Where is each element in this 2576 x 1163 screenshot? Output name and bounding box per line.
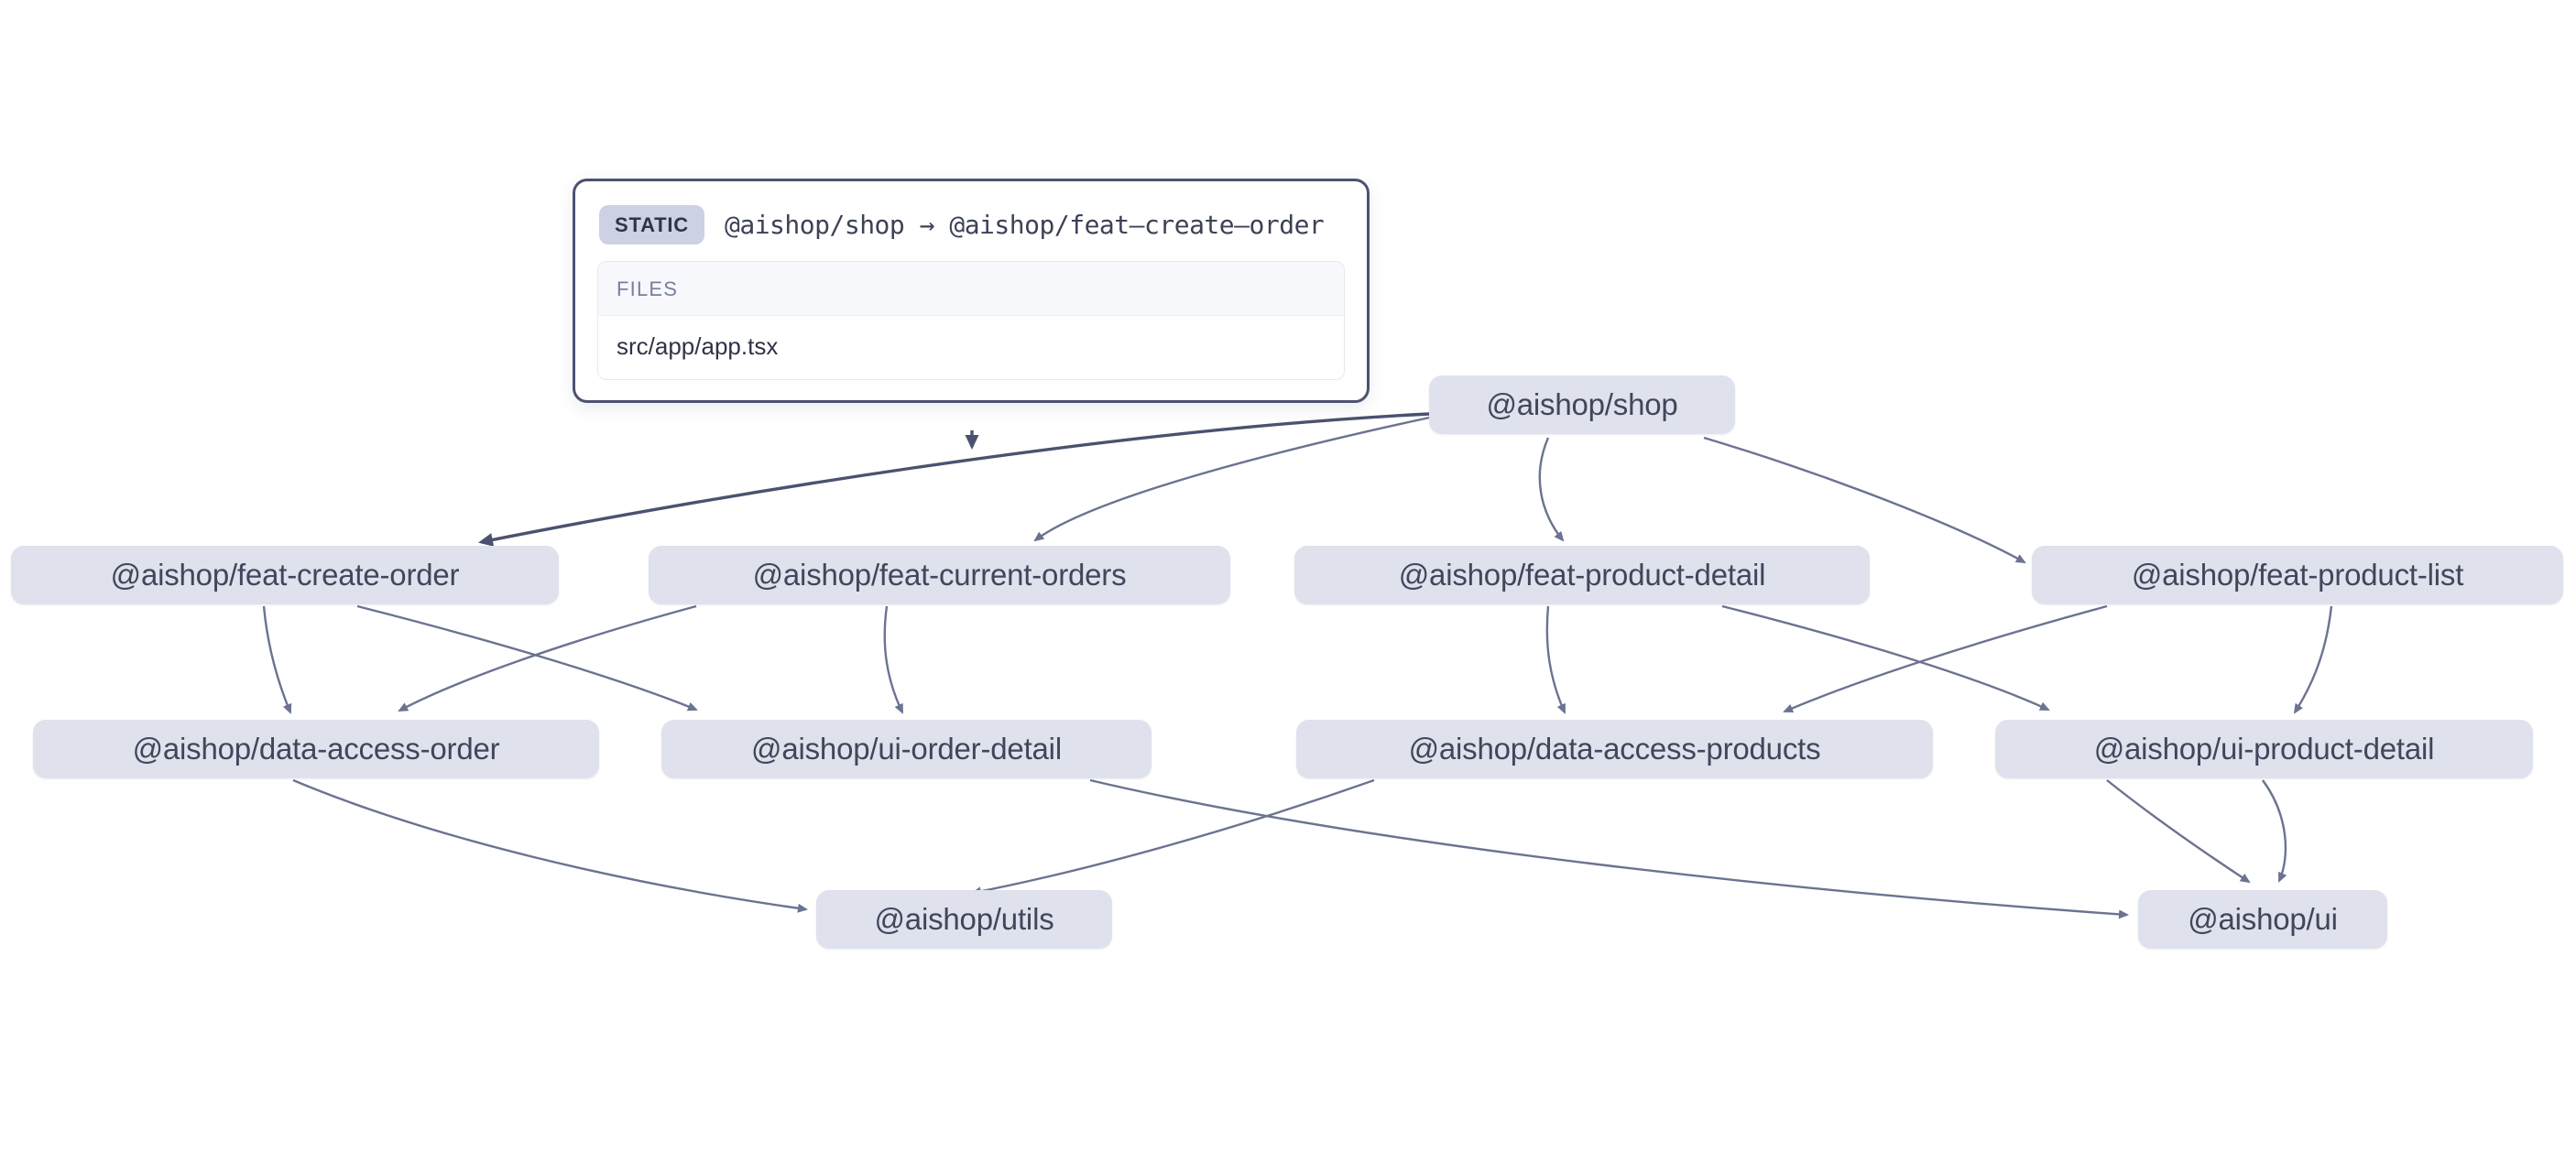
graph-node-label: @aishop/ui [2188,902,2338,936]
graph-node-label: @aishop/utils [874,902,1054,936]
edge-feat-product-detail-to-ui-product-detail [1721,604,2050,712]
tooltip-files-header: FILES [598,262,1344,316]
graph-node-label: @aishop/data-access-order [132,732,500,766]
graph-node-feat-product-list[interactable]: @aishop/feat-product-list [2032,546,2563,604]
tooltip-header: STATIC @aishop/shop → @aishop/feat–creat… [597,201,1345,261]
graph-node-shop[interactable]: @aishop/shop [1429,375,1735,434]
graph-node-utils[interactable]: @aishop/utils [816,890,1112,949]
edge-feat-current-orders-to-data-access-order [398,604,697,712]
edge-feat-create-order-to-data-access-order [262,605,292,714]
graph-node-data-access-order[interactable]: @aishop/data-access-order [33,720,599,778]
graph-node-data-access-products[interactable]: @aishop/data-access-products [1296,720,1933,778]
edge-feat-create-order-to-ui-order-detail [356,604,698,712]
graph-node-label: @aishop/data-access-products [1408,732,1821,766]
graph-node-feat-product-detail[interactable]: @aishop/feat-product-detail [1294,546,1870,604]
graph-node-feat-current-orders[interactable]: @aishop/feat-current-orders [649,546,1230,604]
graph-node-label: @aishop/feat-product-list [2131,558,2464,592]
edge-ui-order-detail-to-ui [1089,778,2129,919]
graph-node-ui-product-detail[interactable]: @aishop/ui-product-detail [1995,720,2533,778]
graph-node-label: @aishop/ui-product-detail [2093,732,2435,766]
graph-node-feat-create-order[interactable]: @aishop/feat-create-order [11,546,559,604]
tooltip-file-row[interactable]: src/app/app.tsx [598,316,1344,379]
edge-ui-product-detail-to-ui [2106,779,2251,884]
graph-node-label: @aishop/feat-create-order [110,558,460,592]
graph-node-label: @aishop/feat-current-orders [752,558,1127,592]
edge-detail-tooltip[interactable]: STATIC @aishop/shop → @aishop/feat–creat… [573,179,1370,403]
static-badge: STATIC [599,205,704,245]
edge-feat-product-detail-to-data-access-products [1545,605,1566,714]
edge-shop-to-feat-create-order-highlighted [478,412,1430,547]
graph-node-label: @aishop/ui-order-detail [751,732,1062,766]
edge-shop-to-feat-product-detail [1538,437,1565,542]
graph-node-ui-order-detail[interactable]: @aishop/ui-order-detail [661,720,1152,778]
graph-node-label: @aishop/shop [1486,387,1678,421]
edge-data-access-products-to-utils [971,778,1375,897]
edge-shop-to-feat-current-orders [1033,415,1435,542]
graph-node-ui[interactable]: @aishop/ui [2138,890,2387,949]
tooltip-edge-label: @aishop/shop → @aishop/feat–create–order [724,210,1325,240]
edge-feat-current-orders-to-ui-order-detail [883,605,904,714]
edge-feat-product-list-to-data-access-products [1783,604,2108,713]
graph-node-label: @aishop/feat-product-detail [1398,558,1766,592]
edge-data-access-order-to-utils [292,778,808,913]
edge-ui-product-detail-to-ui-curve [2262,779,2287,883]
edge-feat-product-list-to-ui-product-detail [2293,605,2333,714]
tooltip-files-panel: FILES src/app/app.tsx [597,261,1345,380]
edge-shop-to-feat-product-list [1703,436,2026,564]
